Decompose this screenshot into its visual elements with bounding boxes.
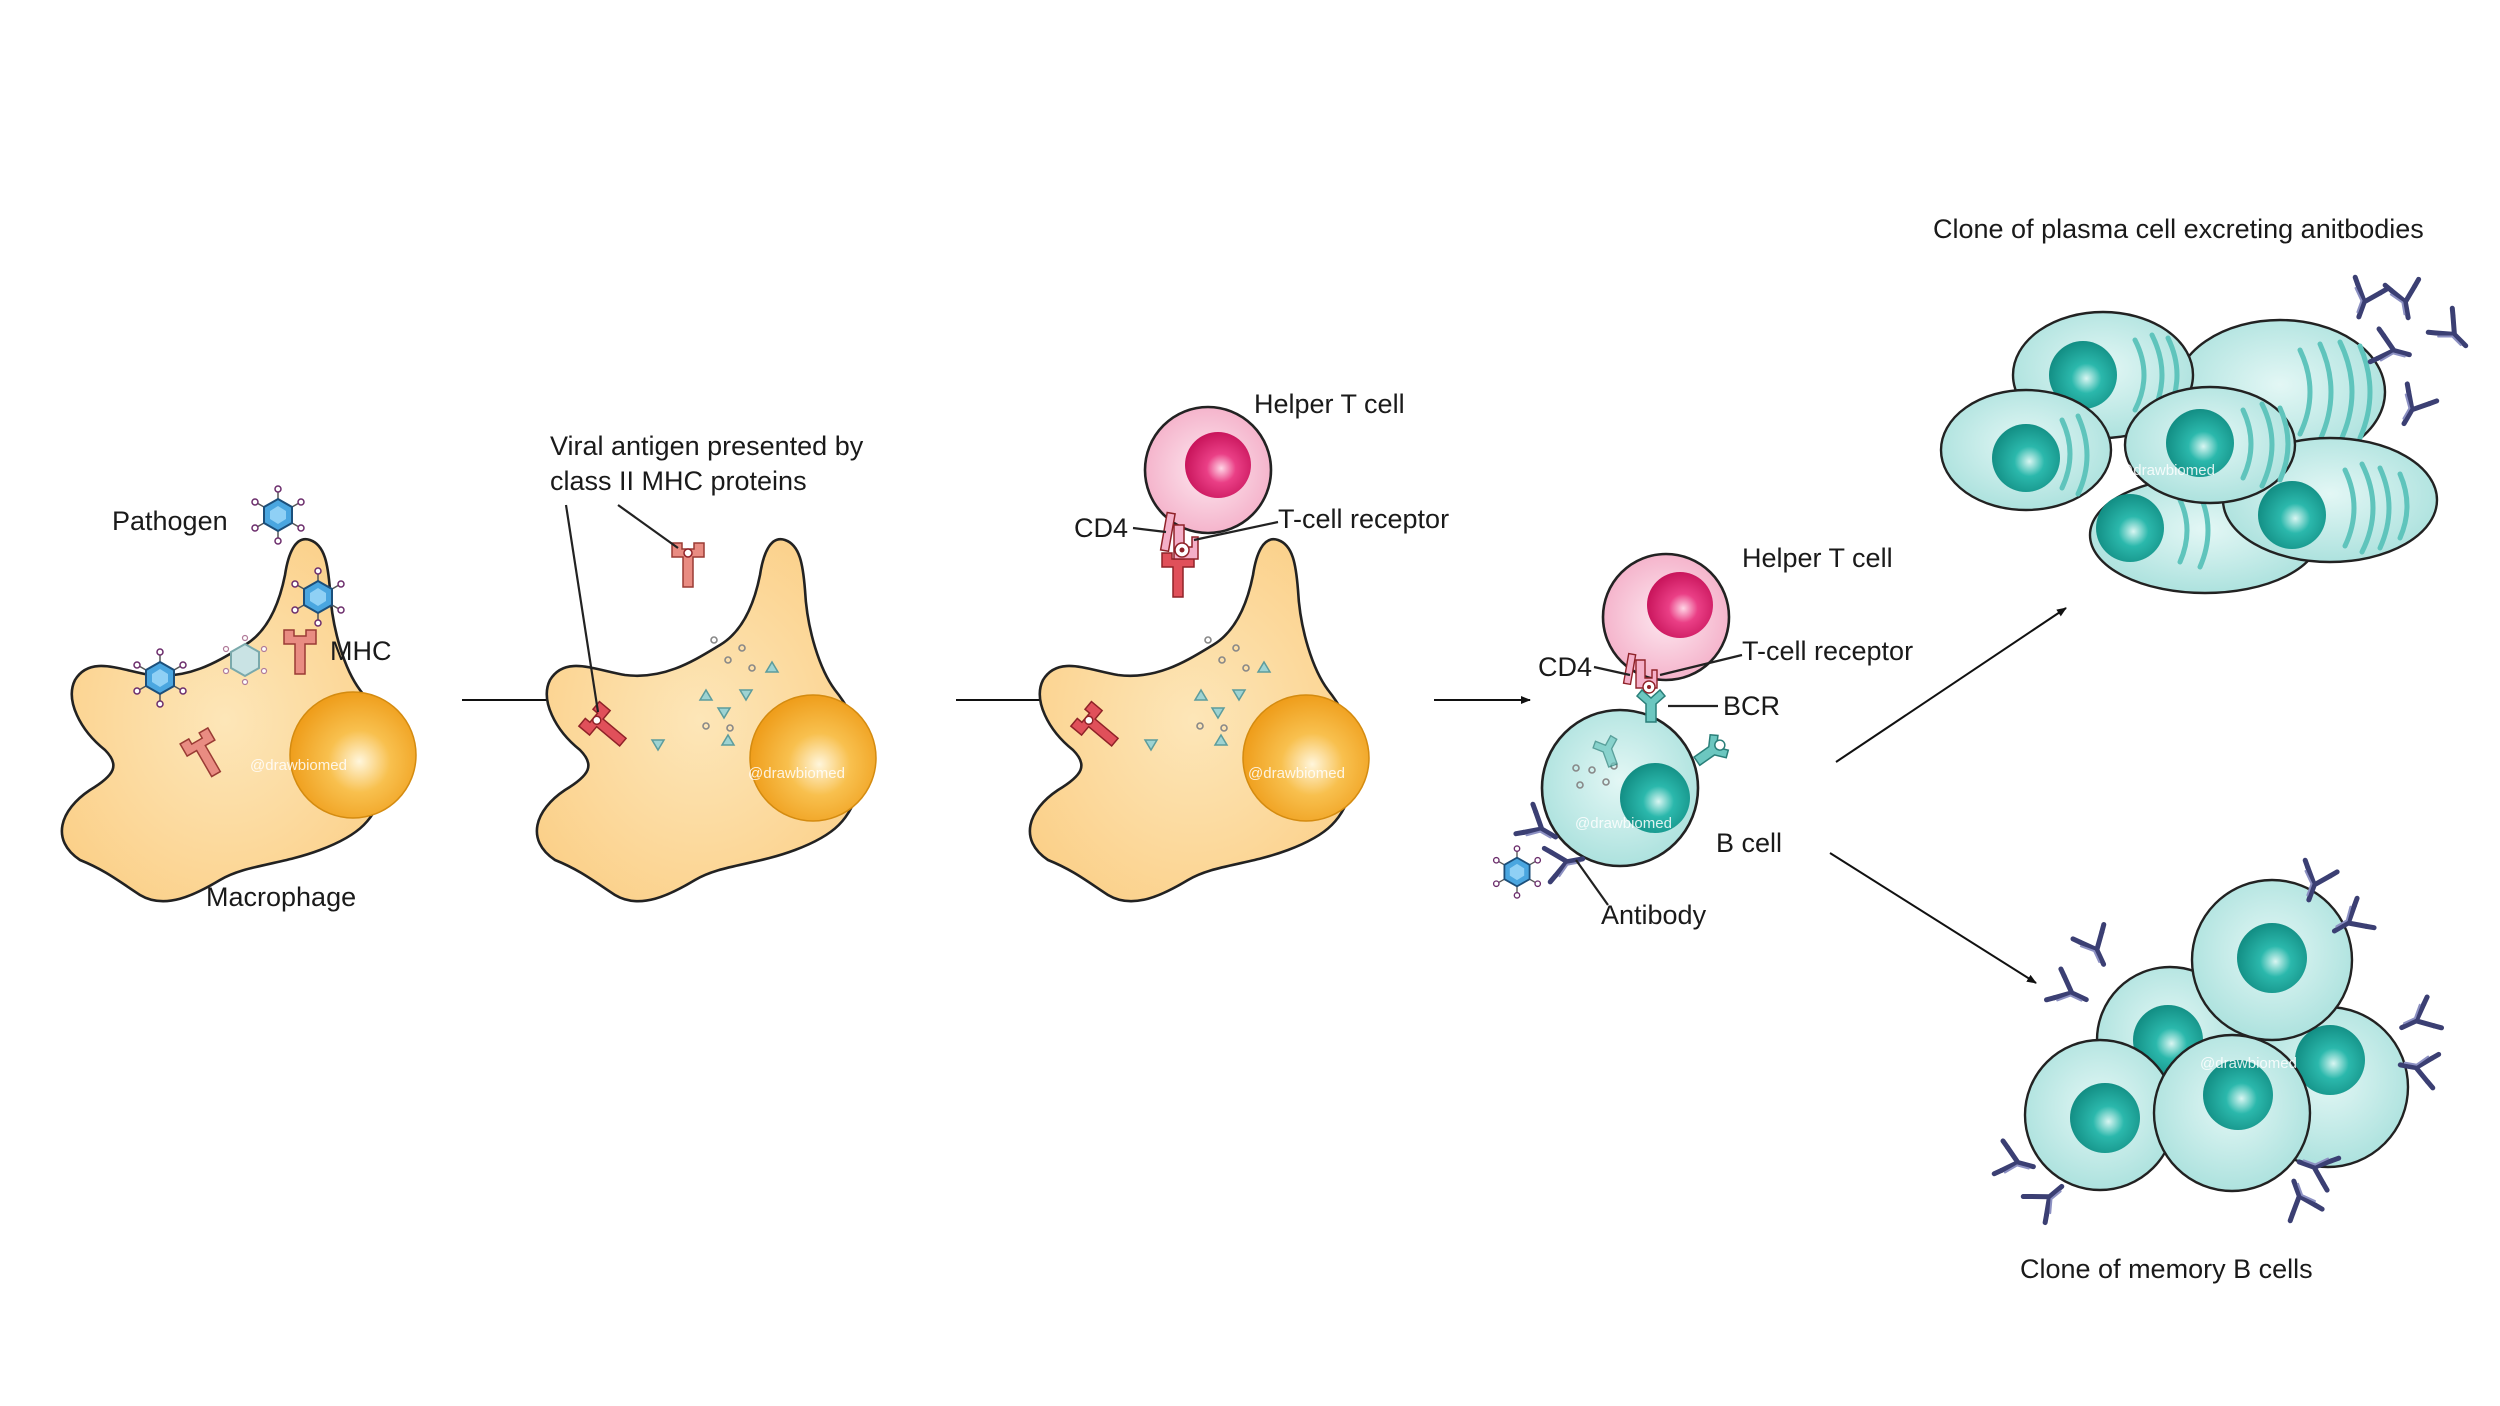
viral-antigen-label-line1: Viral antigen presented by [550, 431, 864, 461]
mhc-antigen-3b [1070, 700, 1126, 756]
antibody-pointer [1575, 859, 1609, 906]
watermark-mac1: @drawbiomed [250, 757, 347, 774]
tcr-complex-1 [1159, 511, 1199, 598]
helper-t-cell-label-2: Helper T cell [1742, 543, 1893, 573]
memory-b-cell [2023, 1038, 2177, 1192]
pathogen-label: Pathogen [112, 506, 228, 536]
mhc-antigen-2b [578, 700, 634, 756]
antigen-fragments-3 [1143, 636, 1272, 752]
watermark-mac2: @drawbiomed [748, 765, 845, 782]
helper-t-cell-2 [1601, 552, 1731, 682]
mhc-antigen-2a [671, 542, 705, 588]
memory-antibody-10 [2278, 1175, 2322, 1220]
macrophage-label: Macrophage [206, 882, 356, 912]
watermark-memory: @drawbiomed [2200, 1055, 2297, 1072]
helper-t-cell-label-1: Helper T cell [1254, 389, 1405, 419]
b-cell: @drawbiomed [1492, 652, 1732, 899]
plasma-clone-label: Clone of plasma cell excreting anitbodie… [1933, 214, 2424, 244]
memory-antibody-2 [2047, 969, 2094, 1015]
macrophage-2: @drawbiomed [535, 537, 877, 903]
macrophage-1-nucleus [289, 691, 417, 819]
watermark-plasma: @drawbiomed [2118, 462, 2215, 479]
antigen-fragments-2 [650, 636, 780, 752]
macrophage-3: @drawbiomed [1028, 537, 1370, 903]
memory-b-cell-clone: @drawbiomed [1994, 860, 2441, 1222]
pointer-line-2b [564, 504, 600, 713]
secreted-antibody-2 [2385, 279, 2425, 320]
b-cell-pathogen-icon [1492, 845, 1542, 899]
b-cell-vesicles [1572, 762, 1618, 789]
memory-b-cell [2190, 878, 2354, 1042]
cd4-label-1: CD4 [1074, 513, 1128, 543]
bcr-surface-right [1688, 730, 1732, 774]
pathogen-icon-free-1 [251, 485, 305, 545]
memory-b-cell [2152, 1033, 2312, 1193]
secreted-antibody-1 [2343, 277, 2387, 322]
b-cell-label: B cell [1716, 828, 1782, 858]
helper-t-cell-1 [1143, 405, 1273, 535]
plasma-cell [1939, 388, 2113, 512]
plasma-cell-clone: @drawbiomed [1939, 277, 2478, 595]
viral-antigen-label-line2: class II MHC proteins [550, 466, 807, 496]
cd4-label-2: CD4 [1538, 652, 1592, 682]
bcr-label: BCR [1723, 691, 1780, 721]
mhc-label: MHC [330, 636, 392, 666]
tcr-label-1: T-cell receptor [1278, 504, 1449, 534]
memory-antibody-5 [2395, 997, 2442, 1043]
memory-antibody-1 [2073, 925, 2119, 972]
watermark-mac3: @drawbiomed [1248, 765, 1345, 782]
macrophage-1: @drawbiomed [60, 485, 417, 903]
tcr-complex-2 [1622, 652, 1658, 694]
memory-clone-label: Clone of memory B cells [2020, 1254, 2313, 1284]
pointer-line-2a [617, 504, 679, 549]
arrow-to-plasma [1835, 607, 2067, 763]
plasma-cell [2123, 385, 2297, 505]
watermark-bcell: @drawbiomed [1575, 815, 1672, 832]
tcr-pointer-1 [1193, 520, 1279, 542]
cd4-pointer-2 [1593, 665, 1631, 677]
cd4-pointer-1 [1132, 526, 1167, 534]
tcr-label-2: T-cell receptor [1742, 636, 1913, 666]
secreted-antibody-4 [2428, 308, 2477, 357]
tcr-pointer-2 [1659, 653, 1743, 677]
secreted-antibody-5 [2389, 384, 2436, 432]
arrow-to-memory [1829, 852, 2037, 984]
antibody-label: Antibody [1601, 900, 1707, 930]
